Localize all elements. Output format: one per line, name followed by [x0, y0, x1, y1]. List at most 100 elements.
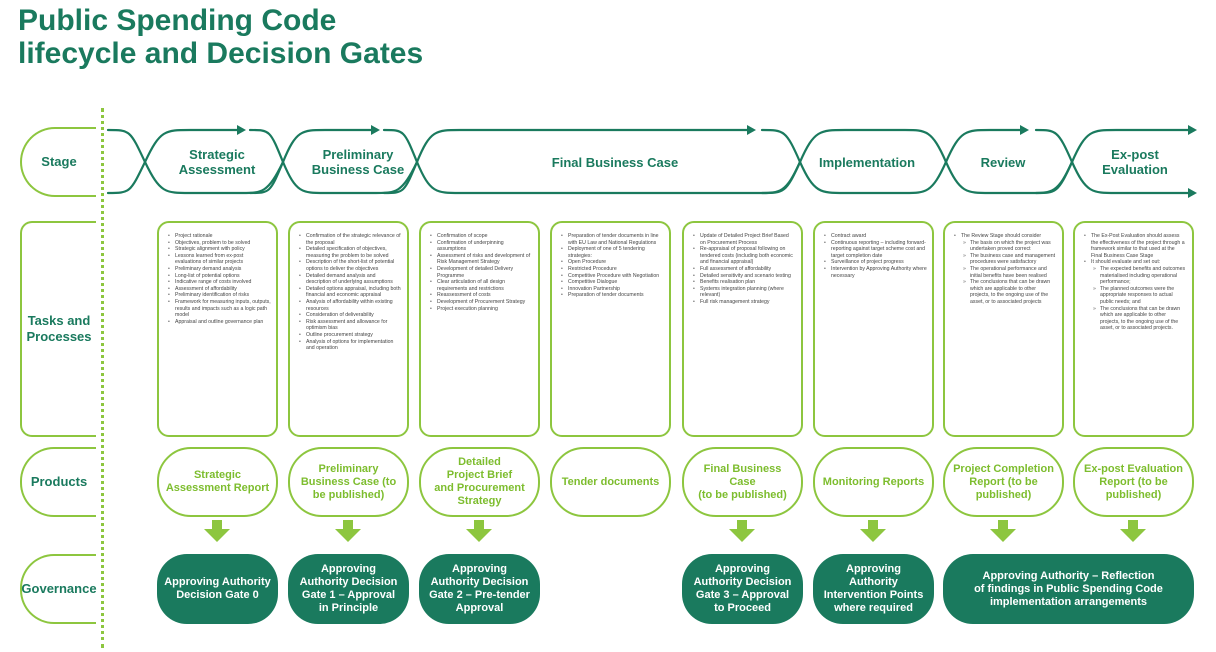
tasks-list: Contract award Continuous reporting – in… [821, 233, 927, 279]
stage-flow-segment-5b [944, 128, 1027, 164]
row-label-governance: Governance [20, 554, 97, 624]
row-label-products: Products [20, 447, 96, 517]
down-arrow-icon [1120, 520, 1146, 542]
task-subitem: The expected benefits and outcomes mater… [1093, 266, 1187, 286]
row-label-stage: Stage [20, 127, 96, 197]
task-item: Intervention by Approving Authority wher… [824, 266, 927, 279]
task-item: Long-list of potential options [168, 273, 271, 280]
tasks-list: The Ex-Post Evaluation should assess the… [1081, 233, 1187, 266]
down-arrow-icon [990, 520, 1016, 542]
task-item: Consideration of deliverability [299, 312, 402, 319]
task-item: Continuous reporting – including forward… [824, 240, 927, 260]
arrowhead-6 [1188, 188, 1197, 198]
down-arrow-icon [204, 520, 230, 542]
governance-decision-gate-1: Approving Authority Decision Gate 1 – Ap… [288, 554, 409, 624]
task-item: Detailed options appraisal, including bo… [299, 286, 402, 299]
title-line-1: Public Spending Code [18, 4, 337, 37]
task-item: Confirmation of underpinning assumptions [430, 240, 533, 253]
down-arrow-icon [466, 520, 492, 542]
task-item: Objectives, problem to be solved [168, 240, 271, 247]
stage-flow-segment-3b [382, 128, 754, 195]
task-item: Benefits realisation plan [693, 279, 796, 286]
stage-flow-segment-4b [760, 128, 948, 195]
tasks-preliminary-business-case: Confirmation of the strategic relevance … [288, 221, 409, 437]
task-subitem: The basis on which the project was under… [963, 240, 1057, 253]
tasks-final-business-case-2: Preparation of tender documents in line … [550, 221, 671, 437]
task-item: Confirmation of scope [430, 233, 533, 240]
task-item: Deployment of one of 5 tendering strateg… [561, 246, 664, 259]
page-title: Public Spending Code lifecycle and Decis… [18, 4, 423, 70]
arrowhead-3 [747, 125, 756, 135]
task-subitem: The operational performance and initial … [963, 266, 1057, 279]
tasks-list: The Review Stage should consider [951, 233, 1057, 240]
task-item: Strategic alignment with policy [168, 246, 271, 253]
product-monitoring-reports: Monitoring Reports [813, 447, 934, 517]
stage-flow-segment-1 [106, 128, 285, 195]
stage-flow-segment-2 [248, 128, 419, 195]
governance-decision-gate-3: Approving Authority Decision Gate 3 – Ap… [682, 554, 803, 624]
product-ex-post-evaluation-report: Ex-post Evaluation Report (to be publish… [1073, 447, 1194, 517]
down-arrow-icon [729, 520, 755, 542]
task-item: Detailed demand analysis and description… [299, 273, 402, 286]
task-item: Description of the short-list of potenti… [299, 259, 402, 272]
task-item: The Ex-Post Evaluation should assess the… [1084, 233, 1187, 259]
task-item: Indicative range of costs involved [168, 279, 271, 286]
task-item: Innovation Partnership [561, 286, 664, 293]
task-item: Contract award [824, 233, 927, 240]
governance-decision-gate-0: Approving Authority Decision Gate 0 [157, 554, 278, 624]
row-label-tasks-text: Tasks and Processes [26, 313, 92, 344]
tasks-list: Preparation of tender documents in line … [558, 233, 664, 299]
divider-dotted-line [101, 108, 104, 648]
product-preliminary-business-case: Preliminary Business Case (to be publish… [288, 447, 409, 517]
stage-flow-segment-4 [760, 128, 948, 195]
task-item: Confirmation of the strategic relevance … [299, 233, 402, 246]
stage-final-business-case: Final Business Case [551, 154, 679, 170]
arrowhead-1 [237, 125, 246, 135]
stage-ex-post-evaluation: Ex-post Evaluation [1102, 147, 1168, 177]
task-item: Preliminary identification of risks [168, 292, 271, 299]
task-item: Re-appraisal of proposal following on te… [693, 246, 796, 266]
tasks-implementation: Contract award Continuous reporting – in… [813, 221, 934, 437]
tasks-final-business-case-1: Confirmation of scope Confirmation of un… [419, 221, 540, 437]
title-line-2: lifecycle and Decision Gates [18, 37, 424, 70]
task-item: Detailed specification of objectives, me… [299, 246, 402, 259]
task-item: Assessment of risks and development of R… [430, 253, 533, 266]
task-subitem: The conclusions that can be drawn which … [1093, 306, 1187, 332]
task-item: Preparation of tender documents [561, 292, 664, 299]
stage-flow-segment-1b [106, 128, 244, 195]
task-item: Framework for measuring inputs, outputs,… [168, 299, 271, 319]
task-item: Assessment of affordability [168, 286, 271, 293]
tasks-sublist: The expected benefits and outcomes mater… [1091, 266, 1187, 332]
arrowhead-2 [371, 125, 380, 135]
task-item: Risk assessment and allowance for optimi… [299, 319, 402, 332]
product-final-business-case: Final Business Case (to be published) [682, 447, 803, 517]
tasks-strategic-assessment: Project rationale Objectives, problem to… [157, 221, 278, 437]
task-item: Development of Procurement Strategy [430, 299, 533, 306]
task-item: Systems integration planning (where rele… [693, 286, 796, 299]
tasks-sublist: The basis on which the project was under… [961, 240, 1057, 306]
task-subitem: The planned outcomes were the appropriat… [1093, 286, 1187, 306]
product-detailed-project-brief: Detailed Project Brief and Procurement S… [419, 447, 540, 517]
row-label-tasks: Tasks and Processes [20, 221, 96, 437]
task-item: Detailed sensitivity and scenario testin… [693, 273, 796, 280]
task-item: Full risk management strategy [693, 299, 796, 306]
task-item: Competitive Dialogue [561, 279, 664, 286]
stage-flow-segment-2b [248, 128, 378, 195]
governance-intervention-points: Approving Authority Intervention Points … [813, 554, 934, 624]
tasks-ex-post-evaluation: The Ex-Post Evaluation should assess the… [1073, 221, 1194, 437]
down-arrow-icon [335, 520, 361, 542]
row-label-products-text: Products [30, 474, 88, 489]
task-subitem: The conclusions that can be drawn which … [963, 279, 1057, 305]
task-item: Update of Detailed Project Brief Based o… [693, 233, 796, 246]
stage-review: Review [980, 154, 1026, 170]
task-item: Preparation of tender documents in line … [561, 233, 664, 246]
task-item: Full assessment of affordability [693, 266, 796, 273]
task-item: It should evaluate and set out: [1084, 259, 1187, 266]
row-label-stage-text: Stage [41, 154, 77, 169]
task-item: Analysis of affordability within existin… [299, 299, 402, 312]
product-project-completion-report: Project Completion Report (to be publish… [943, 447, 1064, 517]
task-item: Appraisal and outline governance plan [168, 319, 271, 326]
task-subitem: The business case and management procedu… [963, 253, 1057, 266]
row-label-governance-text: Governance [21, 581, 97, 596]
task-item: Development of detailed Delivery Program… [430, 266, 533, 279]
